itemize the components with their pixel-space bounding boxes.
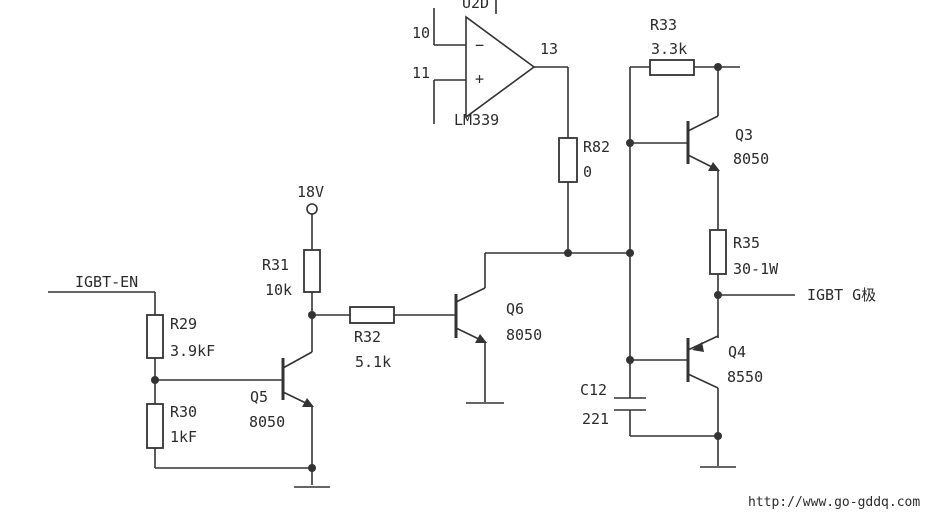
- q4-emitter: [687, 335, 719, 351]
- capacitor-c12: C12 221: [580, 381, 718, 437]
- inverting-sign: −: [475, 36, 484, 54]
- driver-bus: [629, 66, 650, 385]
- transistor-q4: Q4 8550: [630, 335, 763, 468]
- junction-dot: [714, 63, 722, 71]
- junction-dot: [151, 376, 159, 384]
- r30-body: [146, 403, 164, 449]
- c12-ref: C12: [580, 381, 607, 399]
- junction-dot: [714, 291, 722, 299]
- r33-value: 3.3k: [651, 40, 687, 58]
- r32-value: 5.1k: [355, 353, 391, 371]
- resistor-r33: R33 3.3k: [649, 16, 740, 76]
- q5-part: 8050: [249, 413, 285, 431]
- supply-label: 18V: [297, 183, 324, 201]
- r32-ref: R32: [354, 328, 381, 346]
- q6-emitter-arrow: [475, 334, 487, 343]
- r35-ref: R35: [733, 234, 760, 252]
- noninverting-sign: +: [475, 70, 484, 88]
- junction-dot: [626, 356, 634, 364]
- q6-ref: Q6: [506, 300, 524, 318]
- resistor-r29: R29 3.9kF: [146, 314, 215, 404]
- r31-body: [303, 249, 321, 293]
- q5-collector: [282, 351, 313, 369]
- r82-ref: R82: [583, 138, 610, 156]
- r30-value: 1kF: [170, 428, 197, 446]
- r82-value: 0: [583, 163, 592, 181]
- r82-body: [558, 137, 578, 183]
- supply-terminal: [306, 203, 318, 215]
- pin11-label: 11: [412, 64, 430, 82]
- junction-dot: [714, 432, 722, 440]
- output-net: IGBT G极: [718, 286, 876, 304]
- r31-value: 10k: [265, 281, 292, 299]
- output-net-label: IGBT G极: [807, 286, 876, 304]
- junctions: [151, 63, 722, 472]
- r29-ref: R29: [170, 315, 197, 333]
- q3-ref: Q3: [735, 126, 753, 144]
- resistor-r32: R32 5.1k: [312, 306, 456, 371]
- r35-body: [709, 229, 727, 275]
- q3-part: 8050: [733, 150, 769, 168]
- r33-ref: R33: [650, 16, 677, 34]
- junction-dot: [626, 249, 634, 257]
- q3-collector: [687, 115, 719, 132]
- q6-collector: [455, 287, 486, 303]
- q4-collector: [687, 373, 719, 389]
- pin10-label: 10: [412, 24, 430, 42]
- ic-part: LM339: [454, 111, 499, 129]
- q5-ref: Q5: [250, 388, 268, 406]
- input-net: IGBT-EN: [48, 273, 156, 315]
- watermark-url: http://www.go-gddq.com: [748, 495, 920, 510]
- junction-dot: [308, 311, 316, 319]
- comparator-symbol: [465, 15, 536, 119]
- q6-part: 8050: [506, 326, 542, 344]
- r32-body: [349, 306, 395, 324]
- r30-ref: R30: [170, 403, 197, 421]
- pin13-label: 13: [540, 40, 558, 58]
- resistor-r35: R35 30-1W: [709, 229, 779, 338]
- q4-part: 8550: [727, 368, 763, 386]
- resistor-r30: R30 1kF: [146, 403, 312, 469]
- r31-ref: R31: [262, 256, 289, 274]
- comparator-u2d: U2D 10 11 13 − + LM339: [412, 0, 568, 129]
- r29-value: 3.9kF: [170, 342, 215, 360]
- supply-18v: 18V: [297, 183, 324, 250]
- junction-dot: [308, 464, 316, 472]
- r35-value: 30-1W: [733, 260, 779, 278]
- junction-dot: [626, 139, 634, 147]
- input-net-label: IGBT-EN: [75, 273, 138, 291]
- ic-ref: U2D: [462, 0, 489, 12]
- transistor-q3: Q3 8050: [630, 67, 769, 230]
- junction-dot: [564, 249, 572, 257]
- transistor-q6: Q6 8050: [454, 252, 630, 404]
- r29-body: [146, 314, 164, 359]
- transistor-q5: Q5 8050: [155, 315, 330, 488]
- q4-emitter-arrow: [692, 342, 704, 352]
- c12-value: 221: [582, 410, 609, 428]
- q5-emitter-arrow: [302, 398, 314, 407]
- q4-ref: Q4: [728, 343, 746, 361]
- q3-emitter-arrow: [708, 162, 720, 171]
- resistor-r31: R31 10k: [262, 249, 321, 315]
- r33-body: [649, 59, 695, 76]
- resistor-r82: R82 0: [558, 67, 610, 253]
